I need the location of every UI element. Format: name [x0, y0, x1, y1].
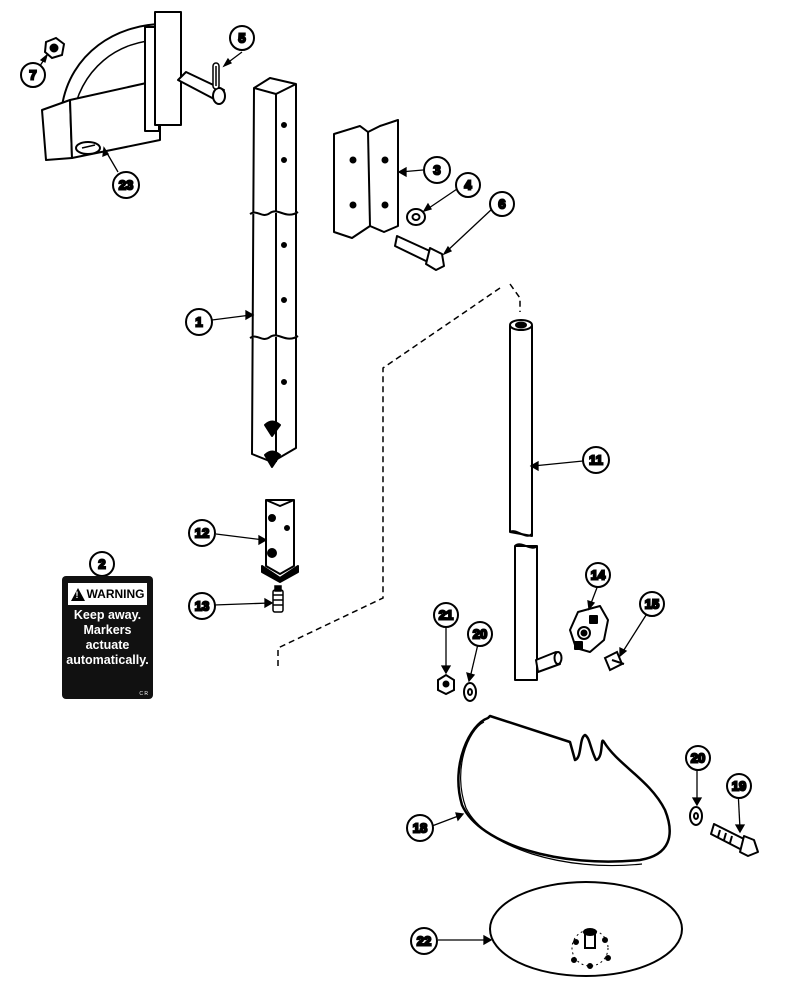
svg-text:6: 6 [498, 197, 505, 212]
svg-text:18: 18 [413, 821, 427, 836]
callout-11: 11 [582, 446, 610, 474]
leader-lines [35, 51, 746, 946]
svg-text:7: 7 [29, 68, 36, 83]
svg-text:1: 1 [195, 315, 202, 330]
svg-text:20: 20 [691, 751, 705, 766]
warning-line-2: Markers [83, 623, 132, 637]
part-1-marker-tube [249, 77, 299, 468]
callout-22: 22 [410, 927, 438, 955]
callout-3: 3 [423, 156, 451, 184]
callout-21: 21 [433, 602, 459, 628]
warning-line-4: automatically. [66, 653, 149, 667]
part-14-clamp [569, 605, 609, 653]
warning-header-text: WARNING [86, 587, 145, 601]
svg-text:11: 11 [589, 453, 603, 468]
phantom-line [277, 283, 521, 670]
callout-13: 13 [188, 592, 216, 620]
svg-text:23: 23 [119, 178, 133, 193]
warning-header: ! WARNING [68, 583, 147, 605]
callout-2: 2 [89, 551, 115, 577]
callout-1: 1 [185, 308, 213, 336]
svg-text:20: 20 [473, 627, 487, 642]
callout-5: 5 [229, 25, 255, 51]
callout-14: 14 [585, 562, 611, 588]
part-13-set-screw [272, 585, 284, 613]
warning-line-3: actuate [85, 638, 130, 652]
part-3-clamp-bracket [333, 119, 399, 239]
part-11-marker-rod [509, 319, 563, 681]
part-19-bolt [710, 823, 759, 857]
warning-line-1: Keep away. [73, 608, 142, 622]
svg-text:3: 3 [433, 163, 440, 178]
part-5-cotter-pin [212, 62, 220, 90]
callout-6: 6 [489, 191, 515, 217]
callout-12: 12 [188, 519, 216, 547]
part-6-bolt [394, 235, 445, 271]
svg-text:2: 2 [98, 557, 105, 572]
part-12-tube-end [261, 499, 299, 583]
part-20-washer-lower [689, 806, 703, 826]
callout-19: 19 [726, 773, 752, 799]
callout-15: 15 [639, 591, 665, 617]
svg-text:19: 19 [732, 779, 746, 794]
warning-decal: ! WARNING Keep away. Markers actuate aut… [62, 576, 153, 699]
callout-20-lower: 20 [685, 745, 711, 771]
svg-text:5: 5 [238, 31, 245, 46]
part-4-washer [406, 208, 426, 226]
part-23-marker-hood [41, 11, 226, 161]
callout-23: 23 [112, 171, 140, 199]
svg-text:21: 21 [439, 608, 453, 623]
warning-triangle-icon: ! [70, 587, 85, 601]
part-21-nut [437, 673, 455, 696]
warning-code: C R [139, 691, 148, 697]
svg-text:15: 15 [645, 597, 659, 612]
svg-text:12: 12 [195, 526, 209, 541]
svg-text:4: 4 [464, 178, 472, 193]
svg-text:14: 14 [591, 568, 606, 583]
part-7-nut [43, 36, 66, 60]
callout-20-upper: 20 [467, 621, 493, 647]
part-22-marker-disc [489, 881, 683, 977]
svg-text:22: 22 [417, 934, 431, 949]
part-15-bolt [603, 650, 625, 672]
part-20-washer-upper [463, 682, 477, 702]
callout-4: 4 [455, 172, 481, 198]
svg-text:13: 13 [195, 599, 209, 614]
callout-7: 7 [20, 62, 46, 88]
callout-18: 18 [406, 814, 434, 842]
callout-balloons: 1 2 3 4 5 6 7 11 12 13 14 15 18 19 20 20… [20, 25, 752, 955]
part-18-wire-hoop [457, 714, 671, 867]
